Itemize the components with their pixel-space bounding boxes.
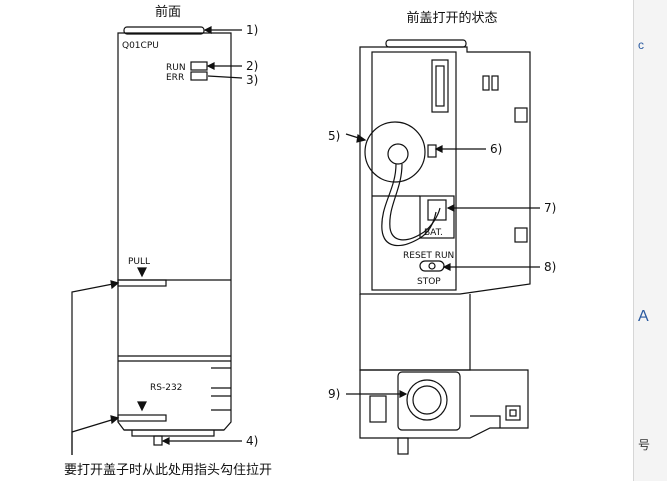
battery-holder xyxy=(364,121,426,183)
pull-arrow-upper-head-icon xyxy=(110,280,120,290)
callout-9: 9) xyxy=(328,387,340,401)
cover-grip-top xyxy=(117,279,167,287)
open-bottom-pin xyxy=(397,437,409,455)
port-label: RS-232 xyxy=(150,383,182,393)
top-tab xyxy=(123,26,205,35)
callout-6: 6) xyxy=(490,142,502,156)
pull-arrow-lower xyxy=(71,417,119,455)
window-1 xyxy=(482,75,490,91)
lower-battery xyxy=(406,379,448,421)
slot-connector-inner xyxy=(435,65,445,107)
callout-1: 1) xyxy=(246,23,258,37)
side-panel: c A 号 xyxy=(633,0,667,481)
callout-7: 7) xyxy=(544,201,556,215)
callout-8: 8) xyxy=(544,260,556,274)
socket-6 xyxy=(427,144,437,158)
battery-center xyxy=(387,143,409,165)
window-2 xyxy=(491,75,499,91)
clip-lower xyxy=(514,227,528,243)
run-led-label: RUN xyxy=(166,63,186,73)
callout-9-arrowhead-icon xyxy=(399,390,408,398)
callout-5-arrowhead-icon xyxy=(356,133,367,143)
lower-latch-inner xyxy=(509,409,517,417)
side-glyph-2: A xyxy=(638,308,649,325)
side-glyph-3: 号 xyxy=(638,438,651,452)
open-module: BAT. RESET RUN STOP xyxy=(359,39,531,455)
port-arrow-icon xyxy=(137,401,147,412)
lower-round-frame xyxy=(397,371,461,431)
callout-2-arrowhead-icon xyxy=(206,62,215,70)
slot-connector xyxy=(431,59,449,113)
pull-instruction-arrows xyxy=(71,280,120,455)
open-case-outline xyxy=(359,46,531,295)
callout-1-arrowhead-icon xyxy=(203,26,212,34)
callout-3: 3) xyxy=(246,73,258,87)
cover-open-title: 前盖打开的状态 xyxy=(406,10,497,26)
front-callouts: 1) 2) 3) 4) xyxy=(161,23,258,448)
callout-4-arrowhead-icon xyxy=(161,437,170,445)
pull-label: PULL xyxy=(128,257,150,267)
front-body-outline xyxy=(117,32,232,431)
err-led-label: ERR xyxy=(166,73,184,83)
pull-arrow-icon xyxy=(137,267,147,278)
callout-6-arrowhead-icon xyxy=(434,145,443,153)
lower-battery-inner xyxy=(412,385,442,415)
front-view-title: 前面 xyxy=(155,4,181,20)
lower-left-block xyxy=(369,395,387,423)
lower-body xyxy=(359,294,471,371)
battery-cable-2 xyxy=(389,163,441,241)
pull-instruction: 要打开盖子时从此处用指头勾住拉开 xyxy=(64,463,272,478)
lower-compartment xyxy=(359,369,529,439)
lower-latch xyxy=(505,405,521,421)
battery-connector-inner xyxy=(427,199,447,221)
bottom-pin xyxy=(153,435,163,446)
battery-cable xyxy=(381,163,437,247)
cover-grip-bottom xyxy=(117,414,167,422)
callout-3-arrow xyxy=(207,75,243,79)
lower-bracket xyxy=(470,415,501,428)
model-label: Q01CPU xyxy=(122,41,159,51)
battery-connector xyxy=(419,195,455,239)
side-glyph-1: c xyxy=(638,38,644,52)
switch-bottom-label: STOP xyxy=(417,277,441,287)
switch-top-label: RESET RUN xyxy=(403,251,454,261)
front-module: Q01CPU RUN ERR PULL RS-232 xyxy=(117,26,232,446)
err-led xyxy=(190,71,208,81)
bottom-base xyxy=(131,430,215,437)
battery-label: BAT. xyxy=(424,228,443,238)
open-top-tab xyxy=(385,39,467,48)
clip-upper xyxy=(514,107,528,123)
open-callouts: 5) 6) 7) 8) 9) xyxy=(328,129,556,401)
callout-2: 2) xyxy=(246,59,258,73)
pull-arrow-lower-head-icon xyxy=(110,415,120,425)
reset-run-stop-switch xyxy=(419,260,445,272)
callout-4: 4) xyxy=(246,434,258,448)
pull-arrow-upper xyxy=(71,282,119,455)
callout-5: 5) xyxy=(328,129,340,143)
callout-8-arrowhead-icon xyxy=(442,263,451,271)
callout-7-arrowhead-icon xyxy=(446,204,455,212)
run-led xyxy=(190,61,208,71)
switch-knob xyxy=(428,262,436,270)
